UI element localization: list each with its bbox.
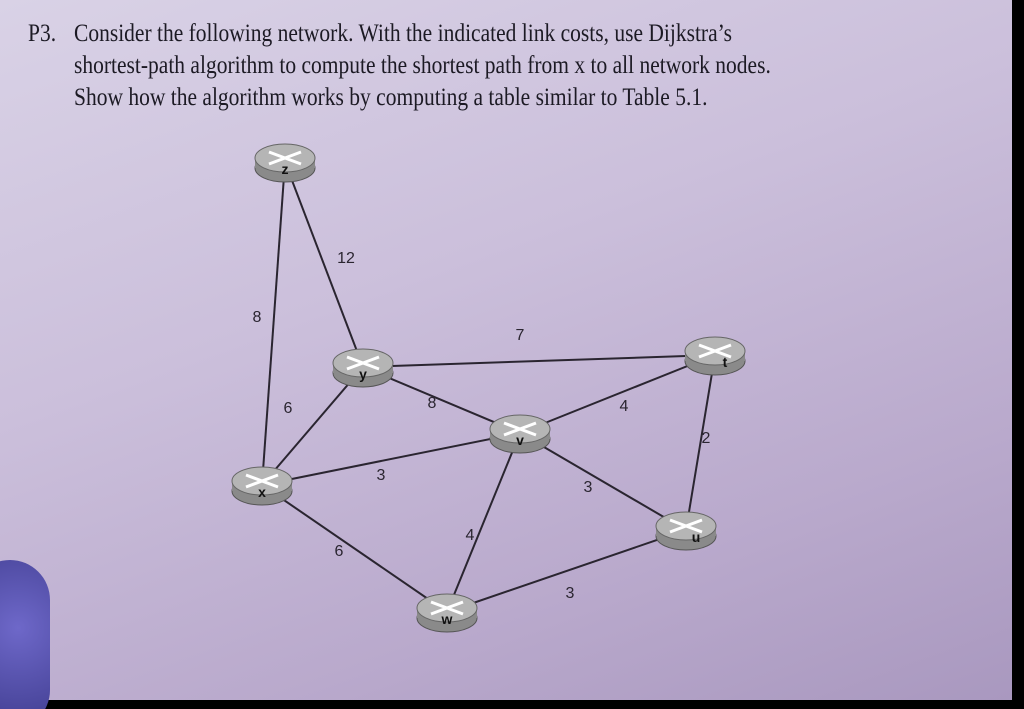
router-arrows-icon [503, 421, 537, 437]
link-cost-v-u: 3 [584, 479, 593, 496]
router-v: v [489, 414, 551, 454]
node-label-x: x [258, 484, 266, 500]
problem-line-3: Show how the algorithm works by computin… [74, 84, 708, 111]
link-y-t [362, 354, 716, 368]
link-cost-v-t: 4 [620, 398, 629, 415]
router-arrows-icon [346, 355, 380, 371]
link-z-y [284, 161, 364, 368]
paper [0, 0, 1012, 700]
router-z: z [254, 143, 316, 183]
router-arrows-icon [268, 150, 302, 166]
link-cost-v-w: 4 [466, 527, 475, 544]
link-cost-y-x: 6 [284, 400, 293, 417]
node-label-y: y [359, 366, 367, 382]
link-v-w [446, 432, 521, 613]
link-w-u [446, 529, 687, 613]
router-arrows-icon [669, 518, 703, 534]
node-label-w: w [441, 611, 453, 627]
problem-line-1: Consider the following network. With the… [74, 20, 732, 47]
router-arrows-icon [430, 600, 464, 616]
router-u: u [655, 511, 717, 551]
link-y-x [261, 366, 364, 486]
link-v-t [519, 354, 716, 434]
link-x-v [261, 432, 521, 486]
finger-blur [0, 560, 50, 709]
link-cost-w-u: 3 [566, 585, 575, 602]
link-z-x [261, 161, 286, 486]
link-cost-t-u: 2 [702, 430, 711, 447]
problem-line-2: shortest-path algorithm to compute the s… [74, 52, 771, 79]
link-v-u [519, 432, 687, 531]
link-cost-z-y: 12 [337, 250, 355, 267]
link-cost-x-w: 6 [335, 543, 344, 560]
router-t: t [684, 336, 746, 376]
router-w: w [416, 593, 478, 633]
link-t-u [685, 354, 716, 531]
node-label-u: u [692, 529, 701, 545]
router-arrows-icon [698, 343, 732, 359]
router-x: x [231, 466, 293, 506]
node-label-t: t [723, 354, 728, 370]
router-arrows-icon [245, 473, 279, 489]
node-label-z: z [282, 161, 289, 177]
link-cost-x-v: 3 [377, 467, 386, 484]
link-cost-y-v: 8 [428, 395, 437, 412]
link-cost-y-t: 7 [516, 327, 525, 344]
router-y: y [332, 348, 394, 388]
problem-number: P3. [28, 20, 57, 47]
links: 8 12 7 6 8 3 6 4 4 3 2 3 [253, 161, 716, 613]
node-label-v: v [516, 432, 524, 448]
link-cost-z-x: 8 [253, 309, 262, 326]
link-x-w [261, 484, 448, 613]
